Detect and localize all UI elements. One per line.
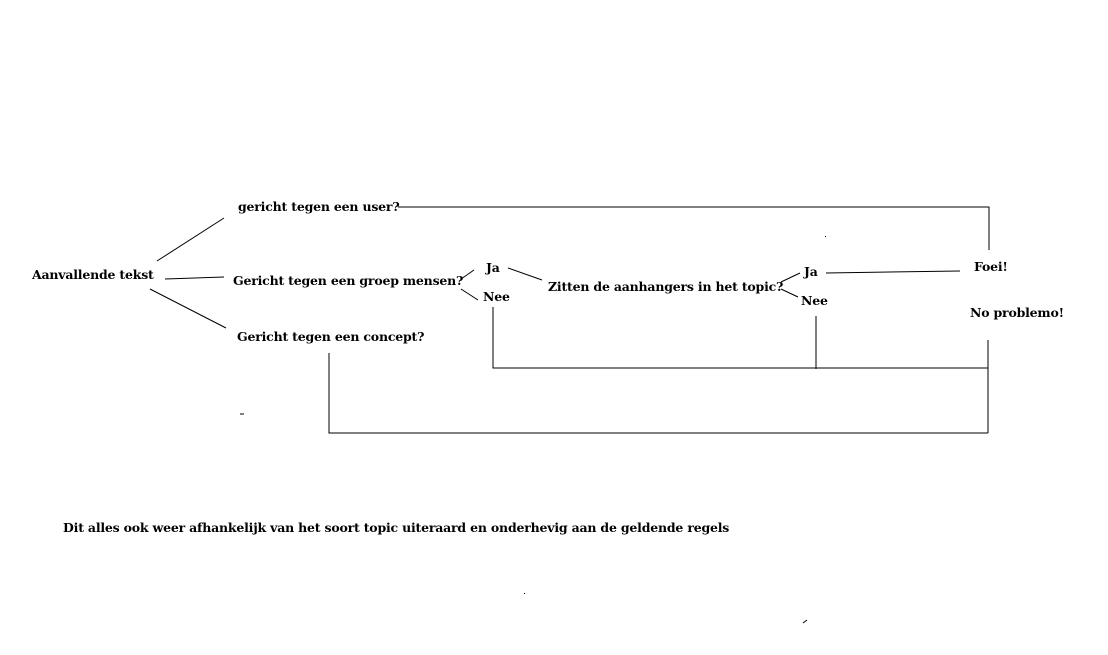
followup-answer-yes: Ja [804,264,818,279]
outcome-no-problemo: No problemo! [970,305,1064,320]
outcome-foei: Foei! [974,259,1008,274]
branch-group: Gericht tegen een groep mensen? [233,273,464,288]
line-nee-to-noproblemo [492,307,988,369]
line-group-to-ja [460,269,475,280]
line-followup-to-ja [780,272,801,283]
group-answer-yes: Ja [486,260,500,275]
line-concept-to-noproblemo [328,353,988,434]
stray-dot [825,236,826,237]
group-answer-no: Nee [483,289,510,304]
line-root-to-user [156,217,225,262]
branch-user: gericht tegen een user? [238,199,400,214]
branch-concept: Gericht tegen een concept? [237,329,425,344]
line-ja-to-followup [507,267,543,281]
footnote: Dit alles ook weer afhankelijk van het s… [63,520,730,535]
stray-mark [802,619,808,624]
line-root-to-group [164,276,225,280]
line-user-to-foei [398,206,990,250]
followup-question: Zitten de aanhangers in het topic? [548,279,784,294]
line-root-to-concept [149,288,227,329]
line-ja-to-foei [825,270,961,274]
line-group-to-nee [460,288,479,301]
root-node: Aanvallende tekst [32,267,154,282]
followup-answer-no: Nee [801,293,828,308]
line-followup-to-nee [780,288,799,298]
stray-dot [524,593,525,594]
